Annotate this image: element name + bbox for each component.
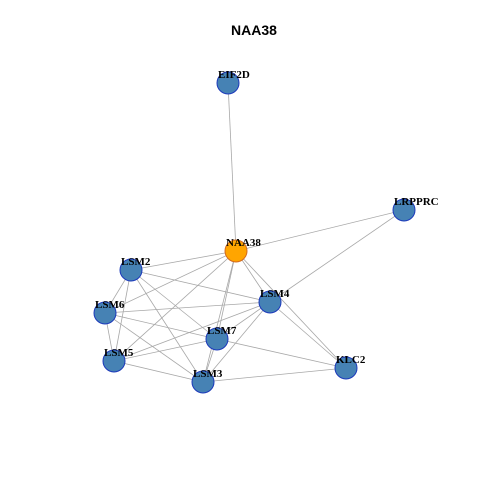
edge-naa38-lsm3 bbox=[202, 250, 237, 383]
edge-naa38-lsm2 bbox=[130, 250, 237, 271]
node-label-eif2d: EIF2D bbox=[218, 69, 250, 81]
node-label-naa38: NAA38 bbox=[226, 237, 261, 249]
node-lrpprc: LRPPRC bbox=[392, 196, 439, 222]
edge-lsm2-lsm4 bbox=[130, 269, 271, 303]
node-label-lsm7: LSM7 bbox=[207, 325, 237, 337]
node-label-lsm2: LSM2 bbox=[121, 256, 151, 268]
nodes-layer: NAA38 EIF2D LRPPRC LSM2LSM4LSM6LSM7LSM5KLC2… bbox=[93, 69, 439, 394]
edge-naa38-lrpprc bbox=[235, 209, 405, 252]
node-label-lsm3: LSM3 bbox=[193, 368, 223, 380]
edge-lsm6-lsm7 bbox=[104, 312, 218, 340]
node-lsm2: LSM2 bbox=[119, 256, 151, 282]
node-naa38: NAA38 bbox=[224, 237, 261, 263]
diagram-title: NAA38 bbox=[231, 22, 277, 38]
node-label-lrpprc: LRPPRC bbox=[394, 196, 439, 208]
node-circle-eif2d bbox=[216, 71, 240, 95]
node-label-lsm6: LSM6 bbox=[95, 299, 125, 311]
node-lsm3: LSM3 bbox=[191, 368, 223, 394]
node-lsm4: LSM4 bbox=[258, 288, 290, 314]
node-label-lsm5: LSM5 bbox=[104, 347, 134, 359]
node-circle-lsm3 bbox=[191, 370, 215, 394]
edge-naa38-lsm6 bbox=[104, 250, 237, 314]
edges-layer bbox=[104, 82, 405, 383]
node-circle-lsm4 bbox=[258, 290, 282, 314]
edge-naa38-lsm5 bbox=[113, 250, 237, 362]
node-lsm6: LSM6 bbox=[93, 299, 125, 325]
node-circle-klc2 bbox=[334, 356, 358, 380]
node-klc2: KLC2 bbox=[334, 354, 366, 380]
node-circle-lrpprc bbox=[392, 198, 416, 222]
edge-lsm4-klc2 bbox=[269, 301, 347, 369]
edge-lsm4-lsm3 bbox=[202, 301, 271, 383]
node-circle-lsm6 bbox=[93, 301, 117, 325]
edge-naa38-eif2d bbox=[227, 82, 237, 252]
node-label-lsm4: LSM4 bbox=[260, 288, 290, 300]
node-circle-lsm5 bbox=[102, 349, 126, 373]
node-eif2d: EIF2D bbox=[216, 69, 250, 95]
edge-lsm7-klc2 bbox=[216, 338, 347, 369]
node-lsm5: LSM5 bbox=[102, 347, 134, 373]
node-circle-naa38 bbox=[224, 239, 248, 263]
edge-naa38-klc2 bbox=[235, 250, 347, 369]
edge-lsm5-lsm3 bbox=[113, 360, 204, 383]
edge-lsm2-lsm3 bbox=[130, 269, 204, 383]
node-circle-lsm7 bbox=[205, 327, 229, 351]
node-label-klc2: KLC2 bbox=[336, 354, 366, 366]
edge-lsm7-lsm5 bbox=[113, 338, 218, 362]
edge-lsm6-lsm3 bbox=[104, 312, 204, 383]
edge-lsm4-lsm5 bbox=[113, 301, 271, 362]
edge-lrpprc-lsm4 bbox=[269, 209, 405, 303]
edge-naa38-lsm7 bbox=[216, 250, 237, 340]
node-lsm7: LSM7 bbox=[205, 325, 237, 351]
node-circle-lsm2 bbox=[119, 258, 143, 282]
edge-lsm3-klc2 bbox=[202, 367, 347, 383]
edge-lsm2-lsm5 bbox=[113, 269, 132, 362]
edge-lsm4-lsm6 bbox=[104, 301, 271, 314]
